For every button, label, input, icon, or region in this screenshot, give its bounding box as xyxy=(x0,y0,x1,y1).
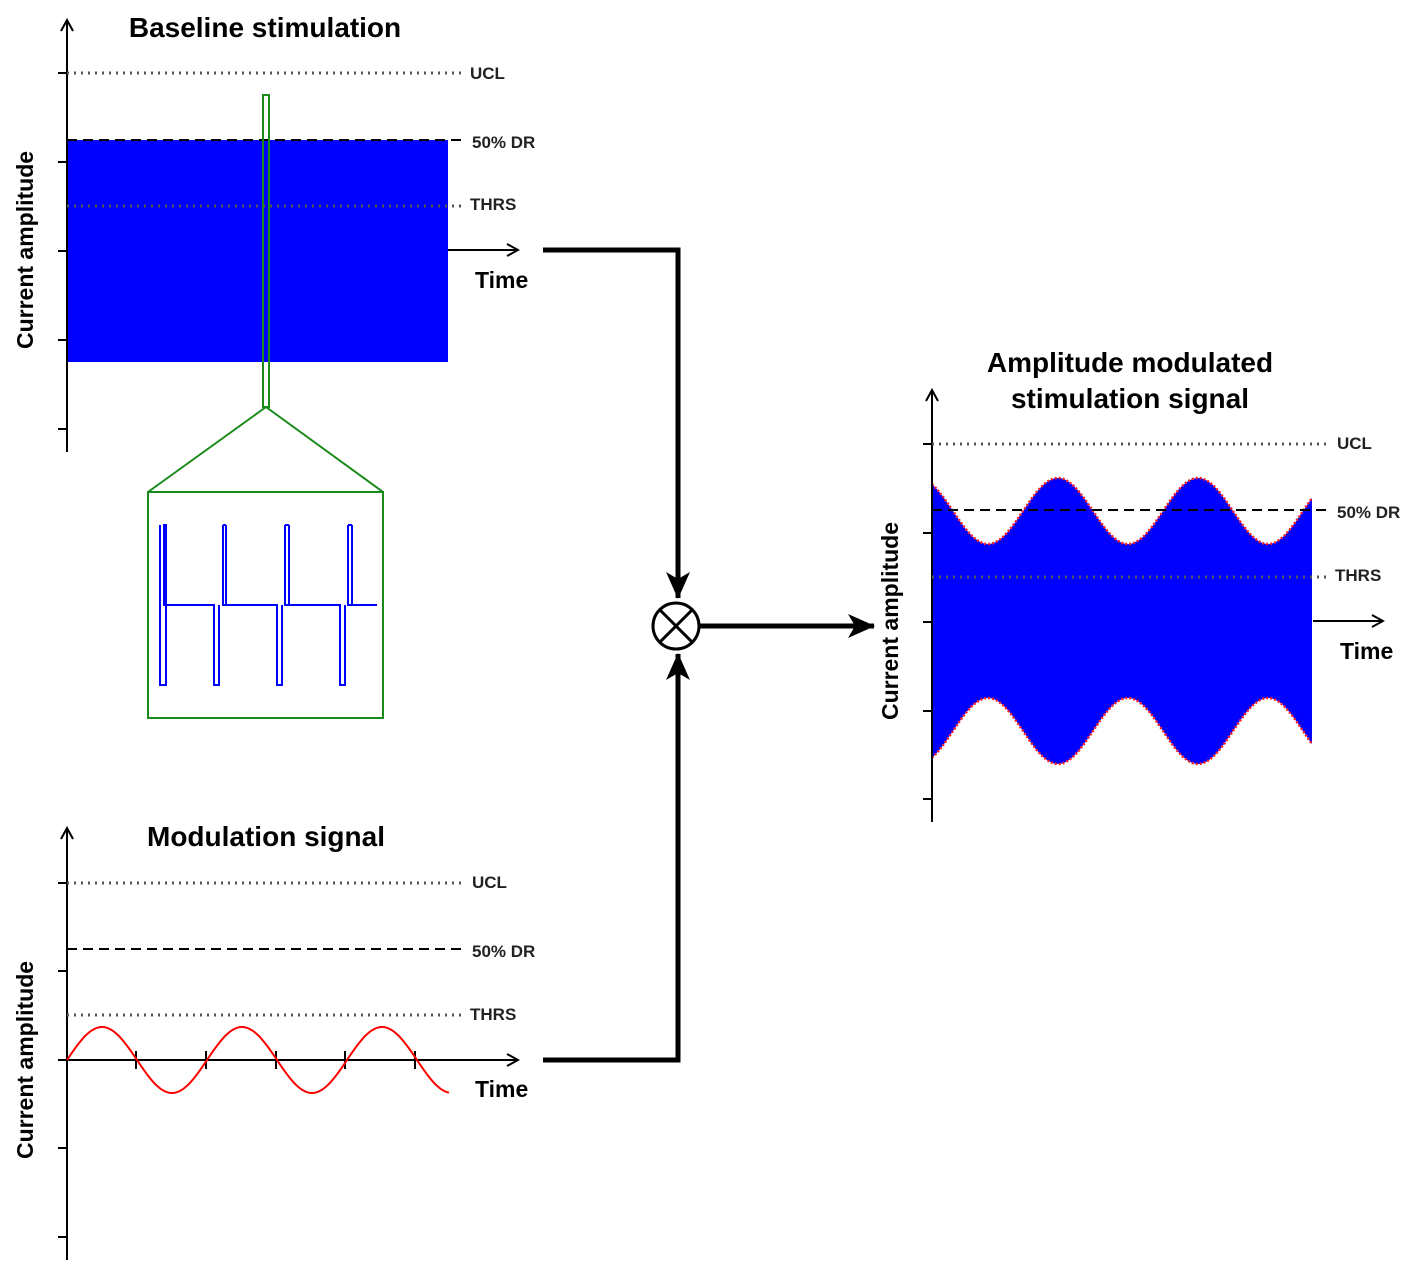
modulation-thrs-label: THRS xyxy=(470,1005,516,1024)
modulation-dr-label: 50% DR xyxy=(472,942,535,961)
baseline-y-ticks xyxy=(58,72,67,430)
multiplier-icon xyxy=(651,601,701,651)
output-x-label: Time xyxy=(1340,638,1393,664)
baseline-to-multiplier-arrow xyxy=(543,247,690,599)
modulation-to-multiplier-arrow xyxy=(543,653,690,1063)
baseline-panel: Baseline stimulation UCL 50% DR THRS Tim… xyxy=(12,12,535,719)
baseline-ucl-label: UCL xyxy=(470,64,505,83)
output-ucl-label: UCL xyxy=(1337,434,1372,453)
output-title-line2: stimulation signal xyxy=(1011,383,1249,414)
baseline-thrs-label: THRS xyxy=(470,195,516,214)
signal-flow xyxy=(543,247,875,1063)
baseline-title: Baseline stimulation xyxy=(129,12,401,43)
zoom-connector-left xyxy=(147,406,267,493)
baseline-dr-label: 50% DR xyxy=(472,133,535,152)
output-panel: Amplitude modulated stimulation signal U… xyxy=(877,347,1400,822)
output-title-line1: Amplitude modulated xyxy=(987,347,1273,378)
zoom-connector-right xyxy=(265,406,384,493)
modulation-y-label: Current amplitude xyxy=(12,961,38,1159)
output-dr-label: 50% DR xyxy=(1337,503,1400,522)
am-upper-envelope xyxy=(931,476,1314,546)
am-lower-envelope xyxy=(931,696,1314,766)
modulation-x-label: Time xyxy=(475,1076,528,1102)
modulation-y-ticks xyxy=(58,882,67,1238)
biphasic-pulses xyxy=(159,524,377,686)
baseline-y-label: Current amplitude xyxy=(12,151,38,349)
modulation-ucl-label: UCL xyxy=(472,873,507,892)
modulation-panel: Modulation signal UCL 50% DR THRS Time C… xyxy=(12,821,535,1260)
output-y-label: Current amplitude xyxy=(877,522,903,720)
baseline-x-label: Time xyxy=(475,267,528,293)
baseline-pulse-train xyxy=(67,140,448,362)
modulation-title: Modulation signal xyxy=(147,821,385,852)
am-signal-fill xyxy=(932,478,1312,764)
modulation-sine-curve xyxy=(66,1026,450,1094)
output-thrs-label: THRS xyxy=(1335,566,1381,585)
output-y-ticks xyxy=(923,443,932,800)
